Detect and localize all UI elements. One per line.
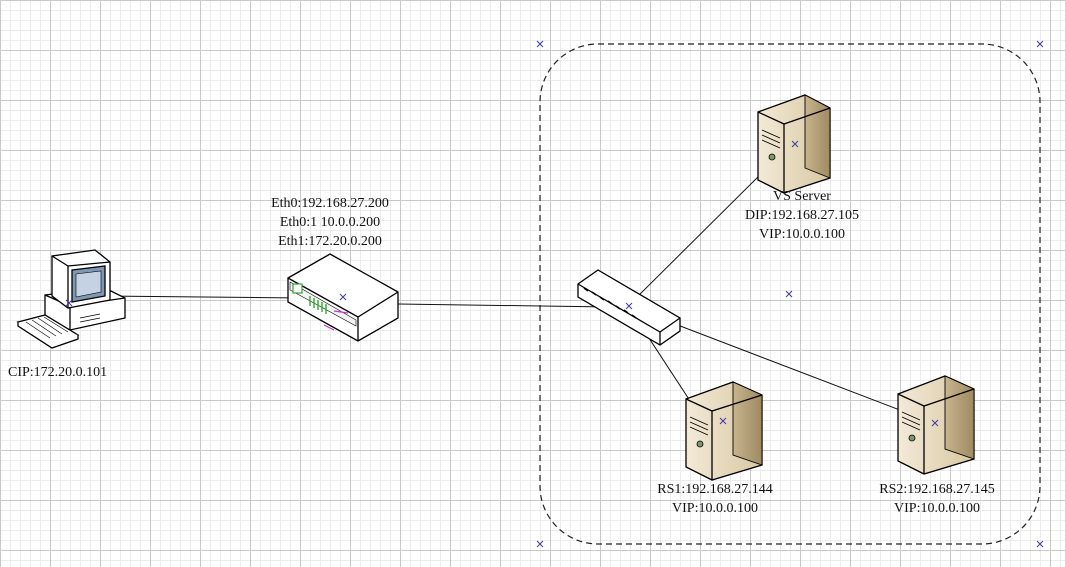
rs2-vip-text: VIP:10.0.0.100 bbox=[894, 501, 980, 516]
rs2-label: RS2:192.168.27.145 VIP:10.0.0.100 bbox=[862, 480, 1012, 518]
client-ip-text: CIP:172.20.0.101 bbox=[8, 365, 108, 380]
rs1-server-icon[interactable] bbox=[685, 381, 763, 481]
rs1-ip-text: RS1:192.168.27.144 bbox=[657, 482, 773, 497]
vs-server-label: VS Server DIP:192.168.27.105 VIP:10.0.0.… bbox=[730, 187, 874, 244]
link-switch-vs-server bbox=[627, 166, 769, 307]
link-client-router bbox=[104, 295, 301, 299]
cluster-boundary bbox=[539, 43, 1041, 545]
desktop-computer-icon[interactable] bbox=[16, 249, 126, 349]
router-icon[interactable] bbox=[287, 253, 399, 342]
router-eth1-text: Eth1:172.20.0.200 bbox=[278, 234, 382, 249]
router-eth0-alias-text: Eth0:1 10.0.0.200 bbox=[279, 215, 381, 230]
router-label: Eth0:192.168.27.200 Eth0:1 10.0.0.200 Et… bbox=[258, 194, 402, 251]
vs-server-dip-text: DIP:192.168.27.105 bbox=[745, 208, 859, 223]
vs-server-vip-text: VIP:10.0.0.100 bbox=[759, 227, 845, 242]
rs2-ip-text: RS2:192.168.27.145 bbox=[879, 482, 995, 497]
rs1-vip-text: VIP:10.0.0.100 bbox=[672, 501, 758, 516]
selection-markers bbox=[536, 40, 1044, 548]
client-label: CIP:172.20.0.101 bbox=[8, 363, 107, 382]
vs-server-icon[interactable] bbox=[757, 94, 831, 194]
vs-server-name-text: VS Server bbox=[773, 189, 831, 204]
network-switch-icon[interactable] bbox=[577, 269, 681, 346]
rs1-label: RS1:192.168.27.144 VIP:10.0.0.100 bbox=[640, 480, 790, 518]
rs2-server-icon[interactable] bbox=[897, 375, 975, 475]
router-eth0-text: Eth0:192.168.27.200 bbox=[271, 196, 389, 211]
link-router-switch bbox=[397, 303, 611, 308]
